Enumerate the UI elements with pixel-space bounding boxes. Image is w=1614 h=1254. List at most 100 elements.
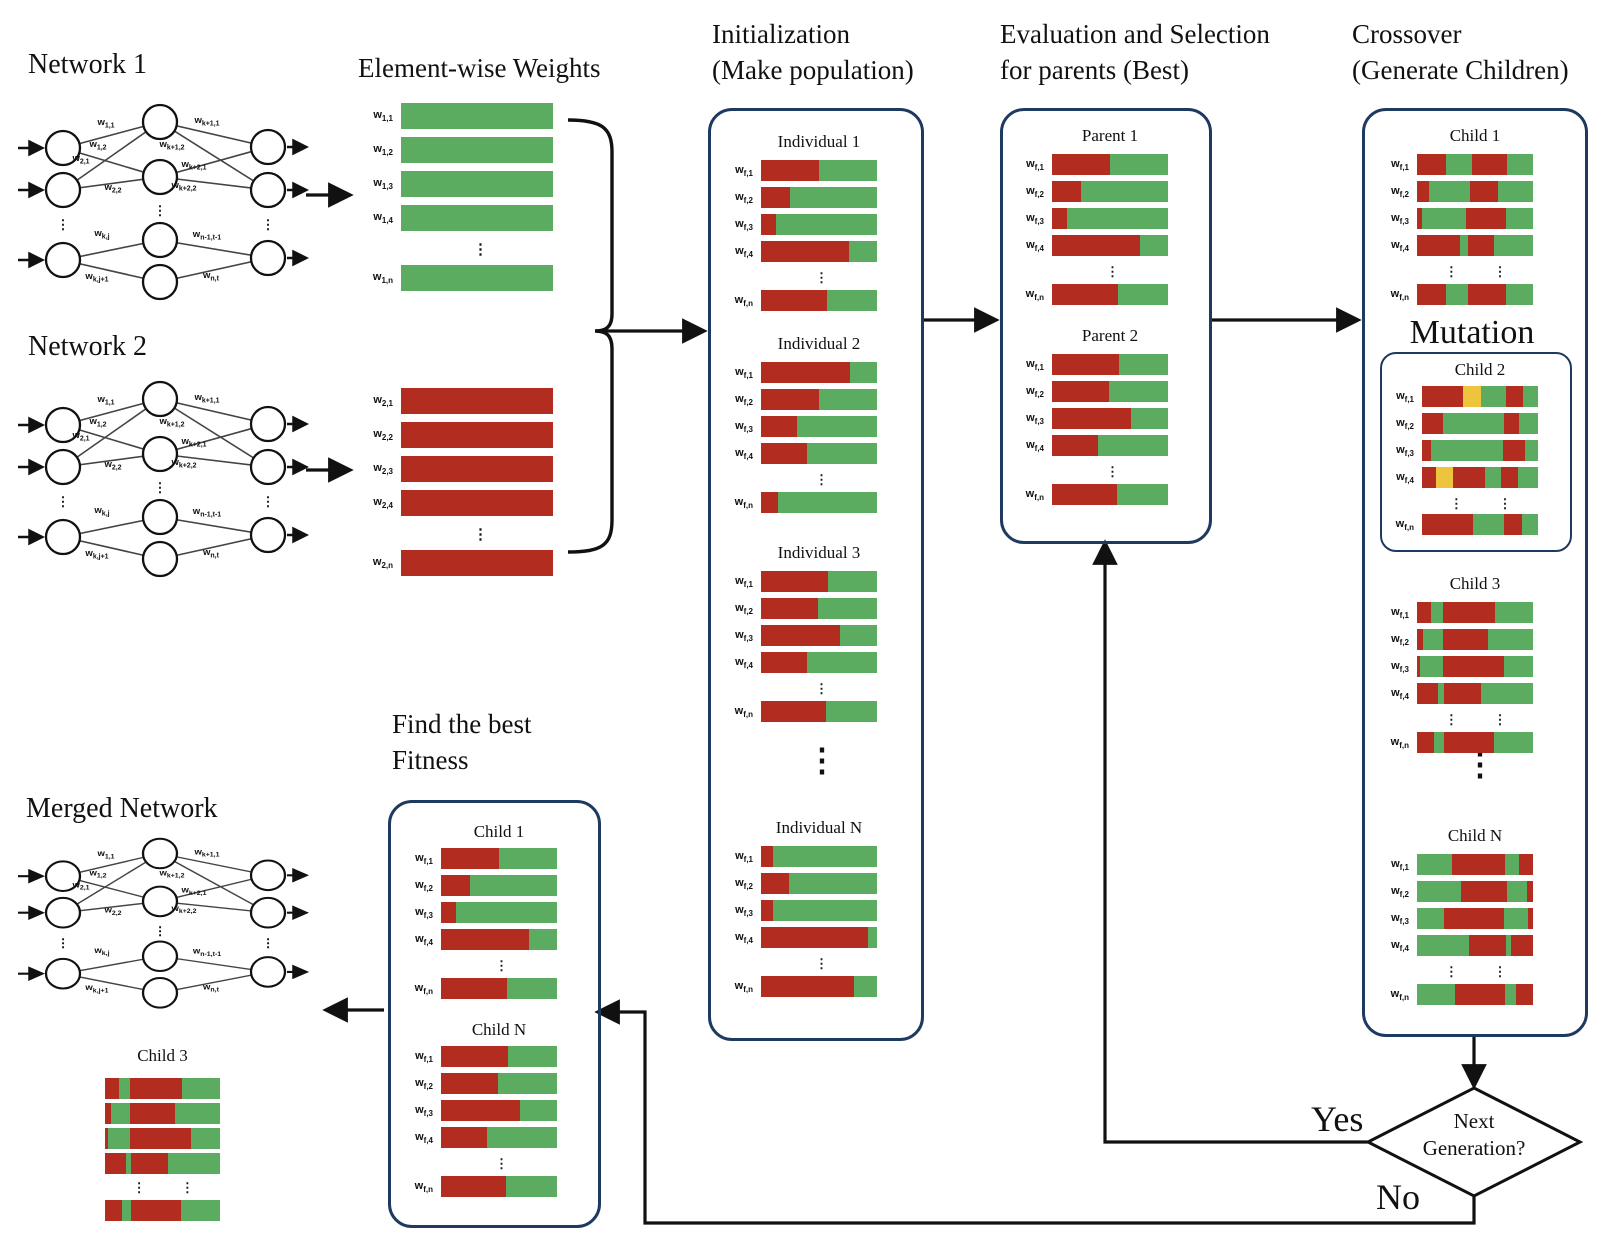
- bar-segment-red: [105, 1200, 123, 1221]
- network-edge: [62, 398, 161, 468]
- weight-label: wf,3: [1391, 211, 1409, 226]
- weight-label-sub: f,3: [1034, 216, 1044, 226]
- edge-weight-label: wk+2,2: [170, 457, 196, 470]
- bar-segment-green: [1140, 235, 1168, 256]
- weight-bar: [441, 929, 557, 950]
- network-edge: [159, 121, 269, 191]
- weight-bar: [761, 701, 877, 722]
- weight-label: wf,4: [1391, 238, 1409, 253]
- edge-weight-label: wk,j: [93, 228, 109, 241]
- edge-weight-sub: k+2,2: [179, 186, 197, 193]
- weight-label: wf,3: [1396, 443, 1414, 458]
- bar-segment-green: [122, 1200, 132, 1221]
- network-node: [141, 540, 179, 578]
- bar-segment-green: [1506, 208, 1533, 229]
- edge-weight-sub: n-1,t-1: [200, 235, 221, 242]
- ellipsis-vertical: ⋮: [154, 203, 167, 218]
- bar-segment-red: [761, 241, 850, 262]
- bar-segment-green: [401, 171, 553, 197]
- weight-label: wf,2: [1396, 416, 1414, 431]
- weight-label: wf,1: [1391, 157, 1409, 172]
- bar-segment-green: [508, 1046, 557, 1067]
- weight-label-sub: f,n: [743, 298, 753, 308]
- network-node: [44, 129, 82, 167]
- network-node: [44, 957, 82, 990]
- bar-segment-red: [1417, 629, 1423, 650]
- edge-weight-sub: k,j: [102, 511, 110, 518]
- edge-weight-label: wk+2,2: [170, 180, 196, 193]
- weight-label-sub: f,3: [743, 222, 753, 232]
- weight-label: wf,3: [735, 419, 753, 434]
- weight-label: wf,n: [734, 979, 753, 994]
- weight-bar: [1422, 467, 1538, 488]
- bar-segment-green: [1437, 683, 1444, 704]
- weight-bar: [1052, 381, 1168, 402]
- edge-weight-sub: k+1,2: [167, 873, 185, 880]
- weight-label-sub: f,4: [1399, 691, 1409, 701]
- yes-loop-arrow: [1092, 539, 1368, 1144]
- weight-bar: [401, 103, 553, 129]
- bar-segment-green: [1505, 854, 1520, 875]
- edge-weight-label: wk+2,1: [180, 159, 206, 172]
- edge-weight-label: w2,2: [103, 905, 122, 916]
- weight-label-sub: f,4: [1399, 943, 1409, 953]
- bar-segment-red: [1443, 683, 1481, 704]
- edge-weight-label: wk+1,2: [158, 139, 184, 152]
- bar-segment-red: [401, 388, 553, 414]
- weight-label-sub: f,n: [743, 709, 753, 719]
- weight-label-sub: f,1: [1399, 162, 1409, 172]
- weight-label-sub: f,3: [1399, 916, 1409, 926]
- weight-label: wf,1: [735, 365, 753, 380]
- weight-bar: [1417, 602, 1533, 623]
- weight-bar: [401, 171, 553, 197]
- bar-segment-green: [1446, 284, 1469, 305]
- weight-label: wf,3: [1391, 911, 1409, 926]
- edge-weight-sub: n,t: [210, 553, 219, 560]
- bar-segment-red: [105, 1078, 119, 1099]
- network-node: [141, 885, 179, 918]
- bar-segment-green: [191, 1128, 220, 1149]
- weight-label: wf,4: [735, 244, 753, 259]
- bar-segment-green: [1067, 208, 1168, 229]
- weight-label: wf,3: [1026, 211, 1044, 226]
- weight-bar: [105, 1153, 220, 1174]
- edge-weight-label: w1,1: [96, 394, 114, 407]
- bar-segment-green: [401, 103, 553, 129]
- weight-label: w1,1: [373, 109, 393, 124]
- bar-segment-red: [1442, 602, 1495, 623]
- weight-bar: [1417, 854, 1533, 875]
- bar-segment-green: [1506, 935, 1511, 956]
- weight-bar: [1052, 354, 1168, 375]
- weight-label: wf,4: [415, 932, 433, 947]
- bar-segment-green: [1417, 935, 1470, 956]
- edge-weight-sub: n-1,t-1: [200, 951, 221, 958]
- ellipsis-vertical: ⋮: [262, 936, 275, 949]
- bar-segment-red: [1519, 854, 1533, 875]
- bar-segment-red: [130, 1078, 183, 1099]
- edge-weight-label: wk,j+1: [84, 983, 109, 994]
- weight-label: wf,2: [735, 392, 753, 407]
- bar-segment-red: [1052, 235, 1141, 256]
- edge-weight-sub: k+1,1: [202, 398, 220, 405]
- weight-label-sub: f,n: [1399, 992, 1409, 1002]
- bar-segment-red: [1503, 440, 1526, 461]
- weight-label-sub: f,1: [1034, 162, 1044, 172]
- bar-segment-green: [1422, 629, 1443, 650]
- bar-segment-green: [1494, 602, 1533, 623]
- weight-bar: [401, 550, 553, 576]
- weight-label-sub: f,2: [1404, 421, 1414, 431]
- weight-label-sub: 1,2: [381, 148, 393, 158]
- weight-label: wf,n: [1390, 735, 1409, 750]
- weight-bar: [1417, 656, 1534, 677]
- bar-segment-red: [1504, 413, 1520, 434]
- weight-label: wf,3: [1391, 659, 1409, 674]
- weight-label-sub: f,3: [1034, 416, 1044, 426]
- bar-segment-green: [1459, 235, 1469, 256]
- edge-weight-label: wk,j+1: [84, 548, 108, 561]
- ellipsis-vertical: ⋮: [473, 241, 488, 258]
- weight-bar: [1417, 881, 1533, 902]
- ellipsis-vertical: ⋮: [180, 1180, 194, 1195]
- edge-weight-label: w1,1: [96, 117, 114, 130]
- weight-bar: [105, 1103, 220, 1124]
- weight-label: w2,1: [373, 394, 393, 409]
